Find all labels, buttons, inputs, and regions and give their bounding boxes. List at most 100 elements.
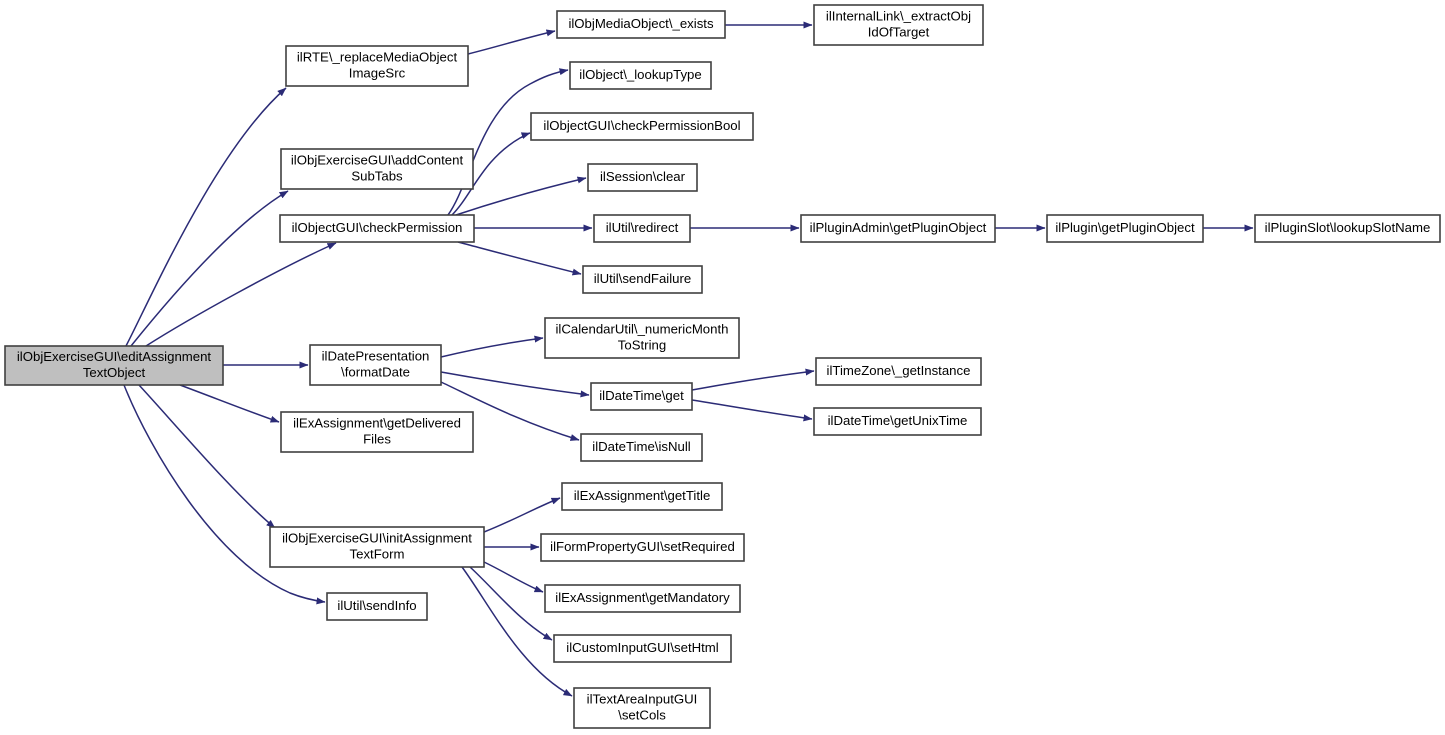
call-edge-dateTimeGet-to-timeZoneGetInstance (691, 368, 815, 391)
graph-node-lookupSlotName[interactable]: ilPluginSlot\lookupSlotName (1254, 214, 1441, 243)
graph-node-dateTimeGet[interactable]: ilDateTime\get (590, 382, 693, 411)
graph-node-root[interactable]: ilObjExerciseGUI\editAssignmentTextObjec… (4, 345, 224, 386)
node-label-getDeliveredFiles: ilExAssignment\getDelivered (293, 415, 461, 430)
node-box-lookupType (569, 61, 712, 90)
call-edge-root-to-replaceMediaObjectImageSrc (125, 87, 287, 347)
node-box-sessionClear (587, 163, 698, 192)
node-box-sendInfo (326, 592, 428, 621)
node-box-getPluginObject (1046, 214, 1204, 243)
node-label-getDeliveredFiles: Files (363, 432, 391, 447)
graph-node-mediaObjectExists[interactable]: ilObjMediaObject\_exists (556, 10, 726, 39)
node-label-setRequired: ilFormPropertyGUI\setRequired (550, 539, 735, 554)
node-box-root (4, 345, 224, 386)
graph-node-setHtml[interactable]: ilCustomInputGUI\setHtml (553, 634, 732, 663)
node-label-getUnixTime: ilDateTime\getUnixTime (828, 413, 968, 428)
call-edge-formatDate-to-numericMonthToString (440, 335, 544, 358)
node-box-addContentSubTabs (280, 148, 474, 190)
call-edge-dateTimeGet-to-getUnixTime (691, 399, 813, 422)
node-label-setCols: \setCols (618, 708, 666, 723)
nodes-layer: ilObjExerciseGUI\editAssignmentTextObjec… (4, 4, 1441, 729)
node-label-lookupSlotName: ilPluginSlot\lookupSlotName (1265, 220, 1431, 235)
node-box-setRequired (540, 533, 745, 562)
node-box-dateTimeIsNull (580, 433, 703, 462)
graph-node-getTitle[interactable]: ilExAssignment\getTitle (561, 482, 723, 511)
node-label-getPluginObjectAdmin: ilPluginAdmin\getPluginObject (810, 220, 987, 235)
graph-node-dateTimeIsNull[interactable]: ilDateTime\isNull (580, 433, 703, 462)
node-label-extractObjIdOfTarget: ilInternalLink\_extractObj (826, 8, 971, 23)
node-label-numericMonthToString: ToString (618, 338, 666, 353)
call-edge-root-to-initAssignmentTextForm (138, 384, 276, 529)
call-edge-root-to-sendInfo (123, 384, 326, 605)
node-label-mediaObjectExists: ilObjMediaObject\_exists (568, 16, 714, 31)
graph-node-sessionClear[interactable]: ilSession\clear (587, 163, 698, 192)
node-box-getDeliveredFiles (280, 411, 474, 453)
node-label-replaceMediaObjectImageSrc: ImageSrc (349, 66, 406, 81)
graph-node-setCols[interactable]: ilTextAreaInputGUI \setCols (573, 687, 711, 729)
node-box-checkPermissionBool (530, 112, 754, 141)
node-label-addContentSubTabs: SubTabs (351, 169, 403, 184)
node-label-checkPermissionBool: ilObjectGUI\checkPermissionBool (543, 118, 740, 133)
graph-node-sendInfo[interactable]: ilUtil\sendInfo (326, 592, 428, 621)
call-edge-root-to-checkPermission (145, 242, 337, 347)
node-label-lookupType: ilObject\_lookupType (579, 67, 701, 82)
node-label-sessionClear: ilSession\clear (600, 169, 686, 184)
node-label-setHtml: ilCustomInputGUI\setHtml (566, 640, 718, 655)
graph-node-checkPermission[interactable]: ilObjectGUI\checkPermission (279, 214, 475, 243)
graph-node-getPluginObjectAdmin[interactable]: ilPluginAdmin\getPluginObject (800, 214, 996, 243)
graph-node-setRequired[interactable]: ilFormPropertyGUI\setRequired (540, 533, 745, 562)
node-box-extractObjIdOfTarget (813, 4, 984, 46)
graph-node-sendFailure[interactable]: ilUtil\sendFailure (582, 265, 703, 294)
node-label-addContentSubTabs: ilObjExerciseGUI\addContent (291, 152, 464, 167)
node-box-formatDate (309, 344, 442, 386)
call-edge-replaceMediaObjectImageSrc-to-mediaObjectExists (467, 29, 556, 55)
graph-node-getMandatory[interactable]: ilExAssignment\getMandatory (544, 584, 741, 613)
node-box-lookupSlotName (1254, 214, 1441, 243)
node-label-sendFailure: ilUtil\sendFailure (594, 271, 691, 286)
graph-node-checkPermissionBool[interactable]: ilObjectGUI\checkPermissionBool (530, 112, 754, 141)
node-label-redirect: ilUtil\redirect (606, 220, 679, 235)
node-box-checkPermission (279, 214, 475, 243)
graph-node-formatDate[interactable]: ilDatePresentation\formatDate (309, 344, 442, 386)
node-box-dateTimeGet (590, 382, 693, 411)
graph-node-getPluginObject[interactable]: ilPlugin\getPluginObject (1046, 214, 1204, 243)
graph-node-timeZoneGetInstance[interactable]: ilTimeZone\_getInstance (815, 357, 982, 386)
node-box-sendFailure (582, 265, 703, 294)
call-edge-checkPermission-to-sessionClear (455, 176, 587, 216)
call-edge-initAssignmentTextForm-to-setCols (461, 566, 573, 697)
call-edge-checkPermission-to-lookupType (447, 68, 569, 216)
node-box-getUnixTime (813, 407, 982, 436)
node-box-replaceMediaObjectImageSrc (285, 45, 469, 87)
node-box-getPluginObjectAdmin (800, 214, 996, 243)
node-label-getMandatory: ilExAssignment\getMandatory (555, 590, 730, 605)
call-edge-root-to-addContentSubTabs (130, 190, 289, 347)
node-box-mediaObjectExists (556, 10, 726, 39)
call-edge-formatDate-to-dateTimeGet (440, 371, 590, 398)
call-edge-checkPermission-to-sendFailure (457, 241, 582, 276)
node-label-root: TextObject (83, 365, 146, 380)
node-box-timeZoneGetInstance (815, 357, 982, 386)
graph-node-lookupType[interactable]: ilObject\_lookupType (569, 61, 712, 90)
node-box-getMandatory (544, 584, 741, 613)
node-box-initAssignmentTextForm (269, 526, 485, 568)
node-label-numericMonthToString: ilCalendarUtil\_numericMonth (556, 321, 729, 336)
call-edge-initAssignmentTextForm-to-getMandatory (483, 561, 544, 593)
node-label-setCols: ilTextAreaInputGUI (587, 691, 698, 706)
call-edge-checkPermission-to-checkPermissionBool (451, 132, 531, 216)
node-label-root: ilObjExerciseGUI\editAssignment (17, 349, 212, 364)
node-label-timeZoneGetInstance: ilTimeZone\_getInstance (827, 363, 971, 378)
node-box-numericMonthToString (544, 317, 740, 359)
graph-node-getUnixTime[interactable]: ilDateTime\getUnixTime (813, 407, 982, 436)
node-label-dateTimeGet: ilDateTime\get (599, 388, 684, 403)
node-label-formatDate: ilDatePresentation (322, 348, 430, 363)
graph-node-redirect[interactable]: ilUtil\redirect (593, 214, 691, 243)
call-edge-initAssignmentTextForm-to-getTitle (483, 497, 561, 533)
node-label-getTitle: ilExAssignment\getTitle (574, 488, 711, 503)
